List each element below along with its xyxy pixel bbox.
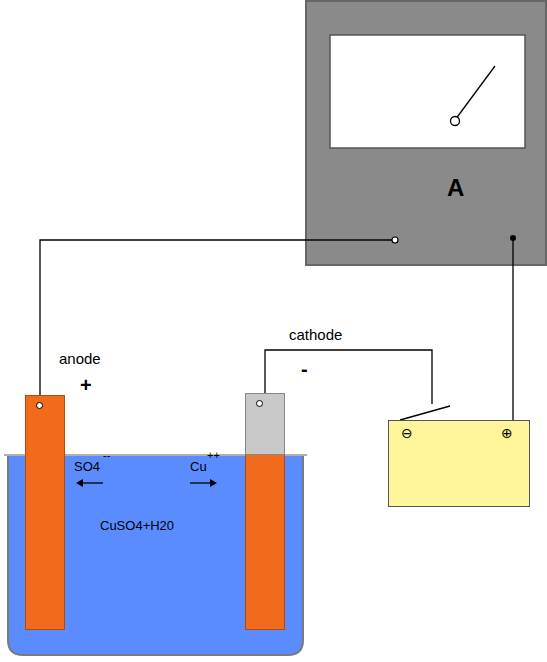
ion-charge: ++ <box>207 449 220 461</box>
wire <box>265 350 450 420</box>
negative-terminal-sign: ⊖ <box>401 425 413 441</box>
electrode-name: anode <box>59 350 101 367</box>
ion-arrows <box>76 479 217 487</box>
battery: ⊖⊕ <box>388 420 530 507</box>
ion-label: Cu <box>190 459 207 474</box>
cathode-electrode: cathode- <box>245 393 285 630</box>
ion-label: SO4 <box>74 459 100 474</box>
cathode-top <box>245 393 285 455</box>
electrode-terminal <box>256 400 263 407</box>
positive-terminal-sign: ⊕ <box>501 425 513 441</box>
ammeter-box: A <box>305 0 547 266</box>
polarity-sign: - <box>301 358 308 381</box>
electrode-name: cathode <box>289 326 342 343</box>
polarity-sign: + <box>80 374 92 397</box>
meter-face <box>305 0 547 266</box>
ion-charge: -- <box>103 449 110 461</box>
solution-label: CuSO4+H20 <box>100 518 174 533</box>
electrode-terminal <box>36 402 43 409</box>
anode-electrode: anode+ <box>25 395 65 630</box>
meter-symbol: A <box>447 174 464 202</box>
wire <box>512 266 513 420</box>
